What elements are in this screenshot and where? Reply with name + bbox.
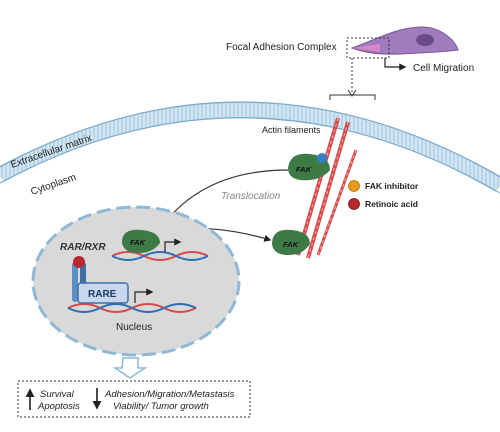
fak-inhibitor-icon <box>348 180 360 192</box>
translocation-label: Translocation <box>221 191 281 202</box>
transcription-arrow-rare <box>134 288 154 303</box>
fak-label-actin: FAK <box>283 240 299 249</box>
cell-membrane <box>0 101 500 194</box>
outcomes-box <box>17 380 251 418</box>
dna-strand-upper <box>111 251 209 261</box>
actin-filaments-label: Actin filaments <box>262 125 321 135</box>
fak-protein-nucleus: FAK <box>122 229 160 254</box>
fak-protein-membrane: FAK <box>288 153 330 181</box>
fak-inhibitor-label: FAK inhibitor <box>365 181 419 191</box>
outcome-down-line2: Viability/ Tumor growth <box>113 401 209 412</box>
retinoic-acid-label: Retinoic acid <box>365 199 418 209</box>
migrating-cell-icon <box>350 26 459 55</box>
outcome-up-line1: Survival <box>40 389 75 400</box>
outcome-up-line2: Apoptosis <box>37 401 80 412</box>
cell-migration-arrow <box>384 58 407 71</box>
focal-adhesion-box <box>346 37 390 59</box>
cytoplasm-label: Cytoplasm <box>29 172 77 198</box>
dna-strand-lower <box>67 303 197 313</box>
rare-label: RARE <box>88 289 117 300</box>
fak-protein-actin: FAK <box>272 229 310 256</box>
nucleus <box>31 205 241 357</box>
fak-label-nucleus: FAK <box>130 238 146 247</box>
cell-migration-label: Cell Migration <box>413 63 474 74</box>
actin-filament-bundle <box>296 117 358 259</box>
nucleus-label: Nucleus <box>116 322 152 333</box>
fak-label-membrane: FAK <box>296 165 312 174</box>
outcome-down-line1: Adhesion/Migration/Metastasis <box>104 389 235 400</box>
transcription-arrow-fak <box>164 238 182 252</box>
outcome-arrow <box>112 357 148 379</box>
extracellular-matrix-label: Extracellular matrix <box>9 133 93 171</box>
rar-rxr-label: RAR/RXR <box>60 242 106 253</box>
focal-adhesion-label: Focal Adhesion Complex <box>226 42 337 53</box>
retinoic-acid-icon <box>348 198 360 210</box>
membrane-bracket <box>329 94 376 100</box>
rare-box <box>77 282 129 304</box>
